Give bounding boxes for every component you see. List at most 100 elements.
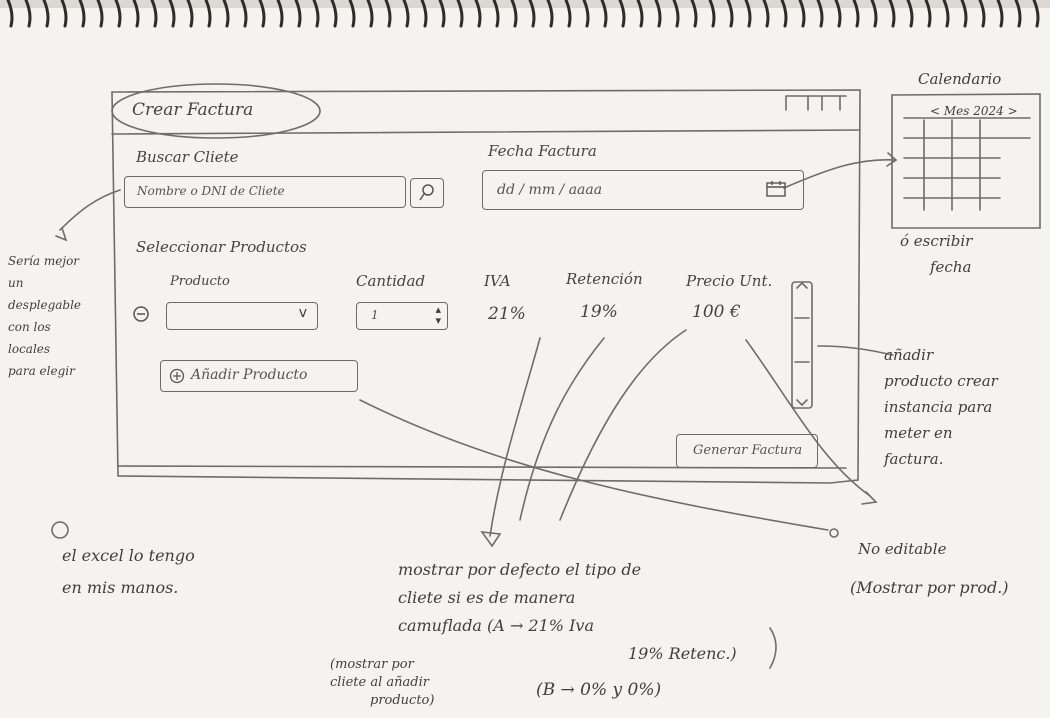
spiral-ring <box>438 0 446 28</box>
search-icon <box>419 184 434 201</box>
note-line: cliete si es de manera <box>398 588 576 607</box>
spiral-ring <box>564 0 572 28</box>
spiral-ring <box>1014 0 1022 28</box>
spiral-ring <box>582 0 590 28</box>
spiral-ring <box>618 0 626 28</box>
default-type-note: mostrar por defecto el tipo de cliete si… <box>398 556 737 668</box>
spiral-ring <box>402 0 410 28</box>
spiral-ring <box>24 0 32 28</box>
calendar-caption-1: ó escribir <box>900 232 973 250</box>
note-line: para elegir <box>8 364 75 378</box>
spiral-ring <box>366 0 374 28</box>
products-section-title: Seleccionar Productos <box>136 238 307 256</box>
client-search-label: Buscar Cliete <box>136 148 239 166</box>
spiral-ring <box>690 0 698 28</box>
column-unit-price: Precio Unt. <box>686 272 773 290</box>
plus-icon <box>169 368 185 384</box>
spiral-ring <box>258 0 266 28</box>
row-iva: 21% <box>488 304 526 324</box>
spiral-ring <box>276 0 284 28</box>
spiral-ring <box>1032 0 1040 28</box>
spiral-ring <box>726 0 734 28</box>
spiral-ring <box>114 0 122 28</box>
note-line: mostrar por defecto el tipo de <box>398 560 642 579</box>
add-product-button[interactable]: Añadir Producto <box>160 360 358 392</box>
spiral-ring <box>510 0 518 28</box>
invoice-date-input[interactable]: dd / mm / aaaa <box>482 170 804 210</box>
stepper-arrows-icon[interactable]: ▴▾ <box>435 303 441 327</box>
spiral-ring <box>636 0 644 28</box>
scrollbar <box>791 281 813 409</box>
note-line: factura. <box>884 450 944 468</box>
spiral-ring <box>96 0 104 28</box>
note-line: (mostrar por <box>330 657 414 672</box>
spiral-ring <box>168 0 176 28</box>
spiral-ring <box>852 0 860 28</box>
note-line: con los <box>8 320 51 334</box>
calendar-box <box>891 93 1041 229</box>
excel-note-2: en mis manos. <box>62 578 179 597</box>
client-search-input[interactable]: Nombre o DNI de Cliete <box>124 176 406 208</box>
spiral-ring <box>204 0 212 28</box>
remove-row-icon[interactable] <box>132 305 150 323</box>
spiral-ring <box>420 0 428 28</box>
spiral-ring <box>744 0 752 28</box>
generate-invoice-button[interactable]: Generar Factura <box>676 434 818 468</box>
note-line: 19% Retenc.) <box>628 644 737 663</box>
spiral-ring <box>222 0 230 28</box>
show-by-product-note: (Mostrar por prod.) <box>850 578 1009 597</box>
spiral-ring <box>78 0 86 28</box>
search-button[interactable] <box>410 178 444 208</box>
calendar-caption-2: fecha <box>930 258 972 276</box>
spiral-ring <box>996 0 1004 28</box>
spiral-ring <box>294 0 302 28</box>
show-by-client-note: (mostrar por cliete al añadir producto) <box>330 656 434 710</box>
spiral-ring <box>150 0 158 28</box>
spiral-ring <box>60 0 68 28</box>
note-line: meter en <box>884 424 953 442</box>
spiral-ring <box>780 0 788 28</box>
excel-note-1: el excel lo tengo <box>62 546 195 565</box>
spiral-ring <box>600 0 608 28</box>
invoice-date-label: Fecha Factura <box>488 142 597 160</box>
spiral-ring <box>330 0 338 28</box>
spiral-ring <box>816 0 824 28</box>
spiral-ring <box>528 0 536 28</box>
window-frame <box>111 89 861 484</box>
spiral-ring <box>132 0 140 28</box>
client-search-placeholder: Nombre o DNI de Cliete <box>137 184 285 198</box>
spiral-ring <box>708 0 716 28</box>
column-quantity: Cantidad <box>356 272 426 290</box>
row-unit-price: 100 € <box>692 302 741 322</box>
spiral-ring <box>942 0 950 28</box>
spiral-ring <box>906 0 914 28</box>
spiral-ring <box>312 0 320 28</box>
note-line: producto crear <box>884 372 998 390</box>
spiral-ring <box>870 0 878 28</box>
calendar-icon[interactable] <box>765 179 787 199</box>
generate-invoice-label: Generar Factura <box>693 443 803 458</box>
note-line: producto) <box>370 693 435 708</box>
spiral-ring <box>960 0 968 28</box>
note-line: cliete al añadir <box>330 675 429 690</box>
note-line: camuflada (A → 21% Iva <box>398 616 594 635</box>
calendar-title: Calendario <box>918 70 1002 88</box>
note-line: instancia para <box>884 398 993 416</box>
note-line: un <box>8 276 24 290</box>
spiral-ring <box>6 0 14 28</box>
calendar-month-header: < Mes 2024 > <box>930 104 1018 118</box>
product-select[interactable]: v <box>166 302 318 330</box>
title-oval <box>111 83 321 139</box>
spiral-ring <box>384 0 392 28</box>
add-product-label: Añadir Producto <box>191 367 308 383</box>
spiral-ring <box>186 0 194 28</box>
spiral-ring <box>762 0 770 28</box>
spiral-ring <box>978 0 986 28</box>
spiral-ring <box>672 0 680 28</box>
note-line: Sería mejor <box>8 254 80 268</box>
note-line: locales <box>8 342 51 356</box>
spiral-ring <box>348 0 356 28</box>
quantity-stepper[interactable]: 1 ▴▾ <box>356 302 448 330</box>
spiral-ring <box>240 0 248 28</box>
notebook-spiral-binding <box>0 0 1050 28</box>
